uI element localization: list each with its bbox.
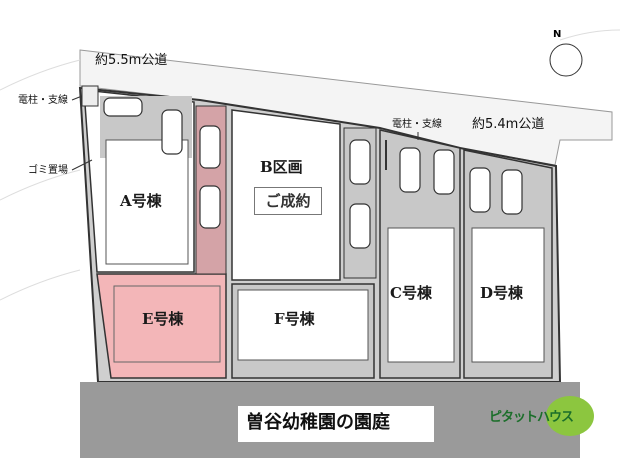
logo-text: ピタットハウス [489, 410, 574, 425]
background-line [0, 169, 81, 201]
car [399, 147, 421, 193]
compass-needle [558, 44, 574, 76]
car [199, 125, 221, 169]
car [199, 185, 221, 229]
north-road-label: 約5.5m公道 [95, 53, 168, 68]
background-line [0, 269, 81, 301]
lot-b-label: B区画 [260, 158, 303, 176]
pole-label-west: 電柱・支線 [18, 95, 68, 106]
pole-label-east: 電柱・支線 [392, 119, 442, 130]
lot-a-label: A号棟 [120, 192, 162, 210]
car [349, 203, 371, 249]
car [469, 167, 491, 213]
lot-e-building [113, 285, 221, 363]
lot-e-label: E号棟 [142, 310, 184, 328]
car [433, 149, 455, 195]
lot-c-building [387, 227, 455, 363]
car [501, 169, 523, 215]
car [103, 97, 143, 117]
background-line [0, 59, 81, 91]
compass [549, 43, 583, 77]
compass-north-label: N [553, 29, 562, 40]
lot-d-label: D号棟 [480, 284, 524, 302]
car [161, 109, 183, 155]
car [103, 97, 523, 249]
leader-line [71, 95, 83, 101]
lot-c-label: C号棟 [390, 284, 432, 302]
garbage-label: ゴミ置場 [28, 165, 68, 176]
leader-line [71, 159, 93, 171]
background-line [559, 29, 620, 41]
lot-d-building [471, 227, 545, 363]
lot-f-building [237, 289, 369, 361]
utility-pole-west [81, 85, 99, 107]
sold-badge: ご成約 [254, 187, 322, 215]
kindergarten-label: 曽谷幼稚園の園庭 [246, 412, 390, 433]
logo-mark [546, 396, 594, 436]
kindergarten-label-box [238, 406, 434, 442]
lot-f-label: F号棟 [274, 310, 315, 328]
lot-a-building [105, 139, 189, 265]
east-road-label: 約5.4m公道 [472, 117, 545, 132]
car [349, 139, 371, 185]
